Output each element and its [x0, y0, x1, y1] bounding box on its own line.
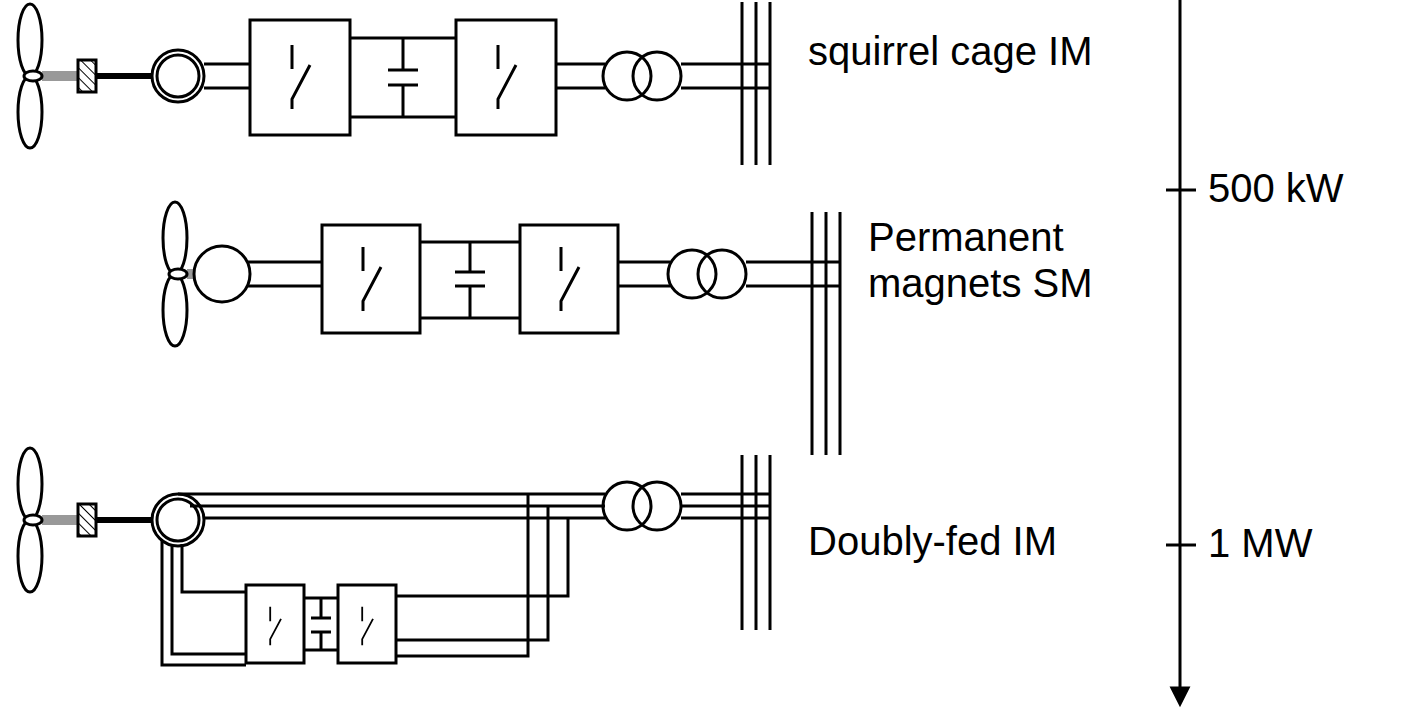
machine-label: Doubly-fed IM — [808, 518, 1057, 564]
pmsm-row — [163, 202, 840, 455]
squirrel-cage-row — [18, 2, 770, 165]
power-axis — [1166, 0, 1196, 704]
power-label: 500 kW — [1208, 165, 1344, 211]
power-label: 1 MW — [1208, 520, 1312, 566]
dfim-row — [18, 448, 770, 665]
machine-label: squirrel cage IM — [808, 28, 1093, 74]
machine-label: Permanent magnets SM — [868, 214, 1138, 306]
